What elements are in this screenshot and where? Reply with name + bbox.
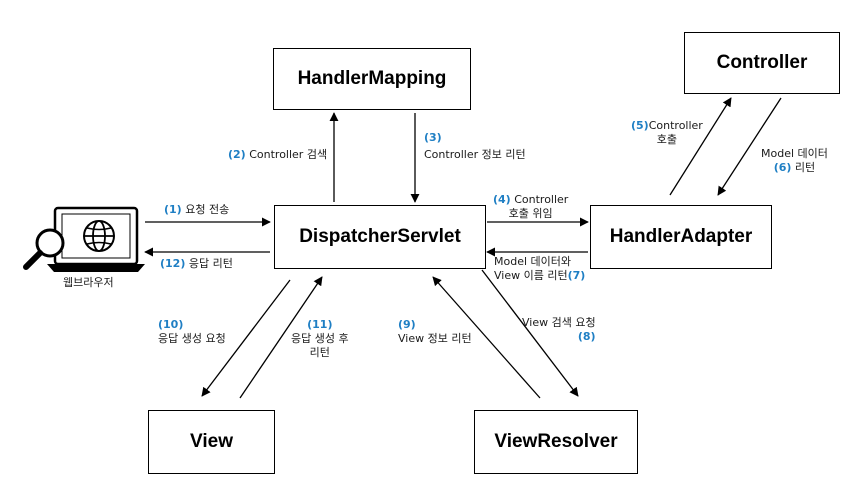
- view-label: View: [190, 431, 233, 452]
- step-6-number: (6): [773, 161, 792, 174]
- step-10-label: (10) 응답 생성 요청: [158, 318, 226, 346]
- step-4-text-line2: 호출 위임: [508, 207, 553, 220]
- step-7-number: (7): [567, 269, 586, 282]
- handler-mapping-label: HandlerMapping: [297, 68, 447, 89]
- step-11-text-line2: 리턴: [309, 346, 330, 359]
- arrow-view-info-return: [432, 276, 541, 399]
- step-10-text: 응답 생성 요청: [158, 332, 226, 345]
- step-6-text-line1: Model 데이터: [761, 147, 828, 160]
- step-4-number: (4): [493, 193, 511, 206]
- step-1-label: (1) 요청 전송: [164, 203, 229, 217]
- handler-adapter-label: HandlerAdapter: [609, 226, 753, 247]
- step-9-text: View 정보 리턴: [398, 332, 472, 345]
- step-5-text-line2: 호출: [656, 133, 678, 146]
- step-11-text-line1: 응답 생성 후: [291, 332, 349, 345]
- arrow-controller-call: [669, 97, 732, 196]
- step-8-label: View 검색 요청 (8): [522, 316, 596, 344]
- step-2-text: Controller 검색: [249, 148, 328, 161]
- step-1-text: 요청 전송: [185, 203, 230, 216]
- arrow-model-return: [717, 97, 782, 196]
- view-box: View: [148, 410, 275, 474]
- step-6-text-line2: 리턴: [794, 161, 816, 174]
- step-8-number: (8): [577, 330, 596, 343]
- controller-label: Controller: [716, 52, 808, 73]
- step-3-label: (3) Controller 정보 리턴: [424, 131, 526, 162]
- arrow-view-search-request: [481, 269, 579, 397]
- step-3-number: (3): [424, 131, 442, 144]
- step-12-text: 응답 리턴: [188, 257, 233, 270]
- step-8-text: View 검색 요청: [522, 316, 596, 329]
- step-11-number: (11): [307, 318, 333, 331]
- step-4-text-line1: Controller: [514, 193, 569, 206]
- dispatcher-servlet-label: DispatcherServlet: [299, 226, 461, 247]
- step-2-label: (2) Controller 검색: [228, 148, 327, 162]
- arrow-response-create-return: [239, 276, 323, 399]
- view-resolver-label: ViewResolver: [494, 431, 618, 452]
- step-5-label: (5)Controller 호출: [631, 119, 703, 147]
- step-9-number: (9): [398, 318, 416, 331]
- step-7-label: Model 데이터와 View 이름 리턴(7): [494, 255, 585, 283]
- step-5-number: (5): [631, 119, 649, 132]
- step-5-text-line1: Controller: [648, 119, 703, 132]
- dispatcher-servlet-box: DispatcherServlet: [274, 205, 486, 269]
- web-browser-icon: [23, 206, 145, 272]
- step-6-label: Model 데이터 (6) 리턴: [761, 147, 828, 175]
- web-browser-label: 웹브라우저: [63, 276, 114, 289]
- step-9-label: (9) View 정보 리턴: [398, 318, 472, 346]
- step-1-number: (1): [164, 203, 182, 216]
- arrow-response-create-request: [201, 279, 291, 397]
- handler-adapter-box: HandlerAdapter: [590, 205, 772, 269]
- step-11-label: (11) 응답 생성 후 리턴: [291, 318, 349, 360]
- step-12-label: (12) 응답 리턴: [160, 257, 233, 271]
- controller-box: Controller: [684, 32, 840, 94]
- step-7-text-line2: View 이름 리턴: [494, 269, 568, 282]
- step-2-number: (2): [228, 148, 246, 161]
- handler-mapping-box: HandlerMapping: [273, 48, 471, 110]
- step-7-text-line1: Model 데이터와: [494, 255, 572, 268]
- view-resolver-box: ViewResolver: [474, 410, 638, 474]
- step-3-text: Controller 정보 리턴: [424, 148, 526, 161]
- step-4-label: (4) Controller 호출 위임: [493, 193, 568, 221]
- step-12-number: (12): [160, 257, 186, 270]
- step-10-number: (10): [158, 318, 184, 331]
